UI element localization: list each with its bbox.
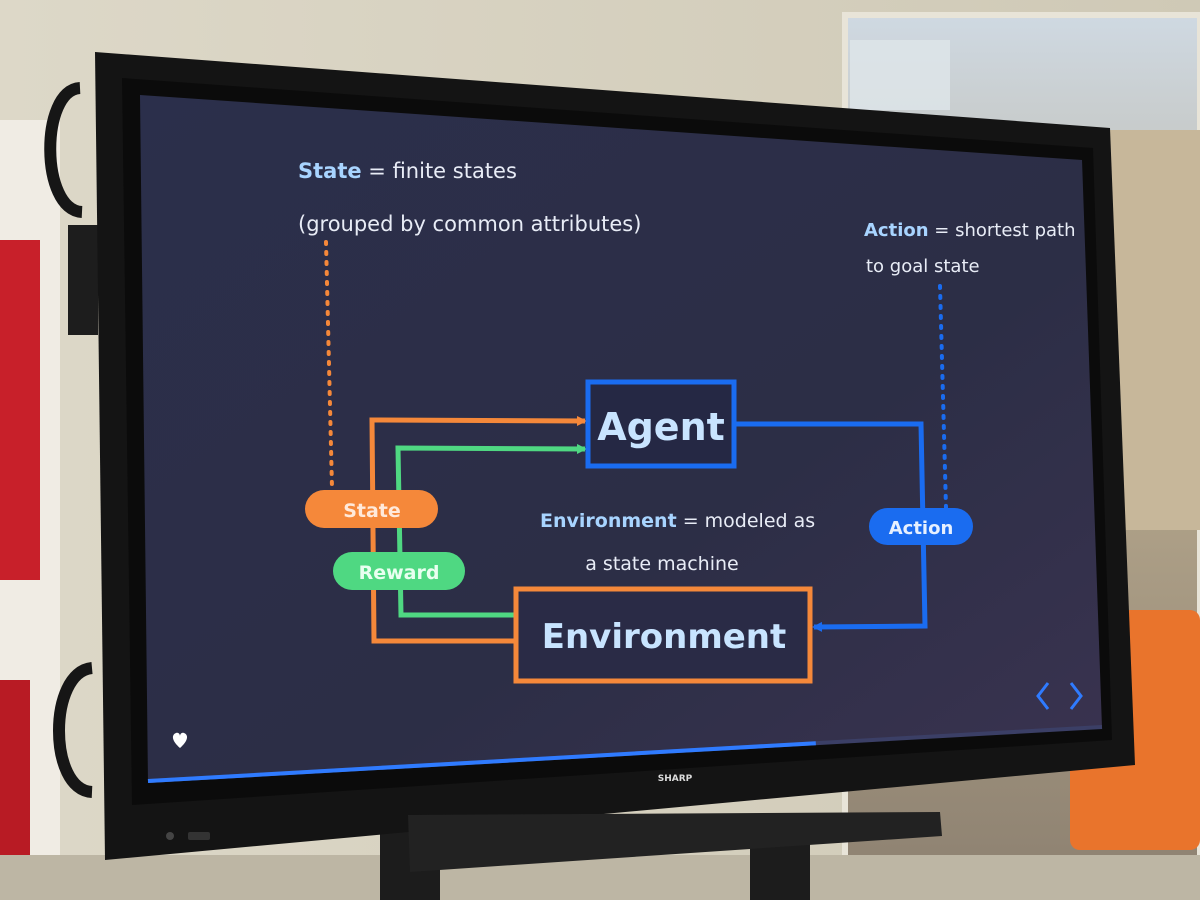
environment-note-line1: Environment = modeled as (540, 510, 815, 532)
poster (1110, 130, 1200, 530)
agent-box (585, 379, 737, 469)
power-button[interactable] (166, 832, 174, 840)
action-dotted-line (938, 284, 948, 510)
action-pill-label: Action (889, 518, 954, 539)
environment-note-line2: a state machine (585, 553, 739, 575)
chevron-right-icon[interactable] (1069, 682, 1083, 710)
environment-label: Environment (542, 617, 787, 657)
state-arrow-path (369, 415, 587, 644)
environment-note-rest: = modeled as (677, 510, 816, 532)
state-dotted-line (324, 240, 334, 490)
environment-keyword: Environment (540, 510, 677, 532)
chevron-left-icon[interactable] (1036, 682, 1050, 710)
state-pill-label: State (343, 500, 401, 522)
brand-logo: SHARP (658, 774, 693, 784)
floor (0, 855, 1200, 900)
flag-red (0, 240, 40, 580)
state-pill (305, 490, 438, 528)
state-note-rest: = finite states (362, 159, 517, 183)
action-keyword: Action (864, 220, 929, 241)
monitor-tray (408, 812, 942, 872)
environment-box (513, 586, 813, 684)
window-blind (850, 40, 950, 110)
reward-pill (333, 552, 465, 590)
reward-pill-label: Reward (359, 562, 440, 584)
state-note-line2: (grouped by common attributes) (298, 212, 641, 236)
action-note-line2: to goal state (866, 256, 980, 277)
heart-icon[interactable] (172, 732, 188, 748)
progress-fill (147, 741, 816, 783)
state-note-line1: State = finite states (298, 159, 517, 183)
front-port (188, 832, 210, 840)
action-pill (869, 508, 973, 545)
action-note-rest: = shortest path (929, 220, 1076, 241)
state-keyword: State (298, 159, 362, 183)
action-note-line1: Action = shortest path (864, 220, 1076, 241)
handle-bottom-left (53, 662, 94, 798)
agent-label: Agent (597, 405, 725, 449)
reward-arrow-path (395, 443, 587, 618)
wall-mount-box (68, 225, 98, 335)
handle-top-left (44, 82, 84, 218)
